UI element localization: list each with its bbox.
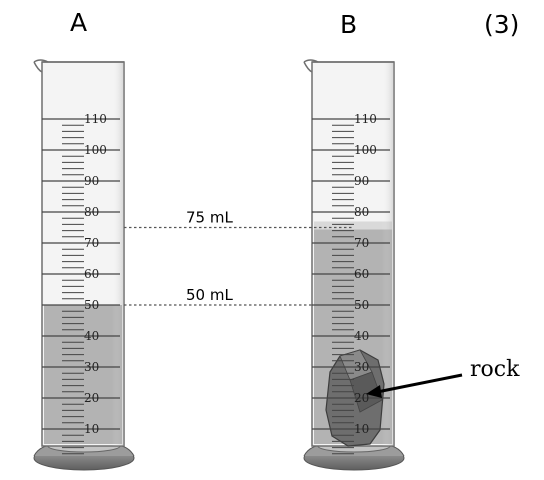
cylinder-a-tick-label: 10 [84, 422, 99, 436]
reading-label-50: 50 mL [186, 286, 233, 304]
cylinder-b-label: B [340, 10, 358, 39]
cylinder-a-scale: 10 20 30 40 50 60 70 80 90 100 110 [42, 112, 120, 455]
cylinder-a-label: A [70, 8, 88, 37]
cylinder-b-tick-label: 20 [354, 391, 369, 405]
cylinder-b-tick-label: 110 [354, 112, 377, 126]
cylinder-b-tick-label: 90 [354, 174, 369, 188]
cylinder-a-tick-label: 30 [84, 360, 99, 374]
cylinder-b-scale: 10 20 30 40 50 60 70 80 90 100 110 [312, 112, 390, 455]
cylinder-b-tick-label: 50 [354, 298, 369, 312]
cylinder-a-tick-label: 40 [84, 329, 99, 343]
reading-label-75: 75 mL [186, 209, 233, 227]
cylinder-a-tick-label: 100 [84, 143, 107, 157]
cylinder-a-tick-label: 20 [84, 391, 99, 405]
cylinder-b-tick-label: 30 [354, 360, 369, 374]
cylinder-a-tick-label: 70 [84, 236, 99, 250]
cylinder-b: 10 20 30 40 50 60 70 80 90 100 110 [303, 59, 405, 471]
cylinder-b-tick-label: 70 [354, 236, 369, 250]
cylinder-a-tick-label: 60 [84, 267, 99, 281]
rock-arrow [371, 373, 463, 395]
cylinder-b-tick-label: 80 [354, 205, 369, 219]
cylinder-a-tick-label: 80 [84, 205, 99, 219]
rock-arrowhead [366, 385, 382, 398]
rock-facet [349, 371, 383, 413]
rock-label: rock [470, 357, 520, 382]
question-number: (3) [484, 10, 520, 39]
cylinder-a-tick-label: 90 [84, 174, 99, 188]
cylinder-b-tick-label: 60 [354, 267, 369, 281]
cylinder-b-tick-label: 100 [354, 143, 377, 157]
cylinder-b-tick-label: 10 [354, 422, 369, 436]
cylinder-a: 10 20 30 40 50 60 70 80 90 100 110 [33, 59, 135, 471]
cylinder-b-tick-label: 40 [354, 329, 369, 343]
cylinder-a-tick-label: 110 [84, 112, 107, 126]
cylinder-a-tick-label: 50 [84, 298, 99, 312]
cylinder-a-base [33, 439, 135, 471]
